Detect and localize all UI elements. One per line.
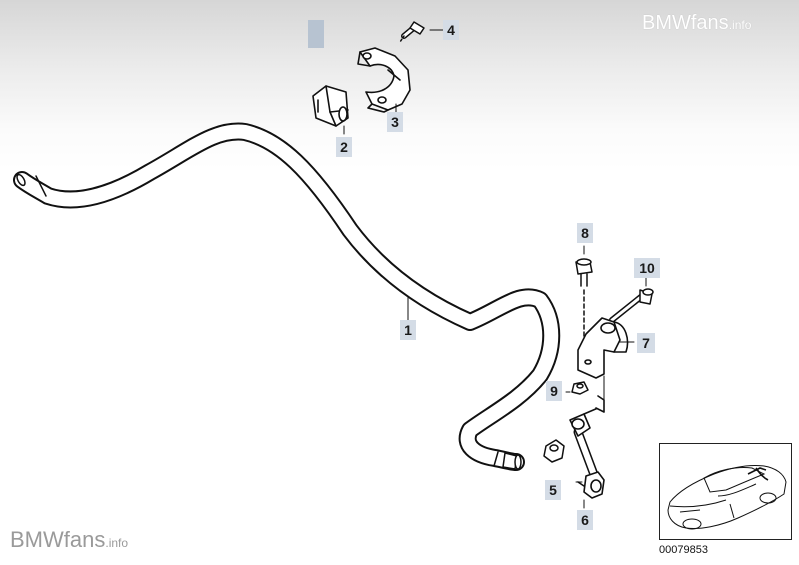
wm-top-brand: BMWfans bbox=[642, 12, 729, 34]
wm-bottom-suffix: .info bbox=[105, 536, 129, 550]
callout-2[interactable]: 2 bbox=[336, 137, 352, 157]
rubber-mounting bbox=[312, 85, 349, 127]
inset-car-view bbox=[659, 443, 792, 540]
callout-6[interactable]: 6 bbox=[577, 510, 593, 530]
callout-1[interactable]: 1 bbox=[400, 320, 416, 340]
clamp-bracket bbox=[357, 47, 411, 113]
callout-5[interactable]: 5 bbox=[545, 480, 561, 500]
bracket-7 bbox=[577, 317, 629, 379]
bolt-10 bbox=[609, 288, 654, 323]
stabilizer-link bbox=[569, 395, 605, 499]
bolt-4 bbox=[399, 21, 425, 43]
callout-10[interactable]: 10 bbox=[634, 258, 660, 278]
nut-5 bbox=[543, 439, 565, 463]
callout-8[interactable]: 8 bbox=[577, 223, 593, 243]
callout-9[interactable]: 9 bbox=[546, 381, 562, 401]
top-marker bbox=[308, 20, 324, 48]
reference-number: 00079853 bbox=[659, 544, 708, 556]
wm-top-suffix: .info bbox=[728, 18, 752, 32]
wm-bottom-brand: BMWfans bbox=[10, 527, 106, 552]
car-outline bbox=[667, 465, 787, 530]
callout-3[interactable]: 3 bbox=[387, 112, 403, 132]
wm-bottom: BMWfans.info bbox=[10, 527, 128, 553]
callout-4[interactable]: 4 bbox=[443, 20, 459, 40]
stabilizer-bar bbox=[13, 122, 561, 471]
guide-lines bbox=[343, 29, 647, 509]
callout-7[interactable]: 7 bbox=[637, 333, 655, 353]
nut-9 bbox=[571, 381, 589, 395]
bolt-8 bbox=[575, 258, 593, 337]
wm-top: BMWfans.info bbox=[642, 12, 751, 35]
